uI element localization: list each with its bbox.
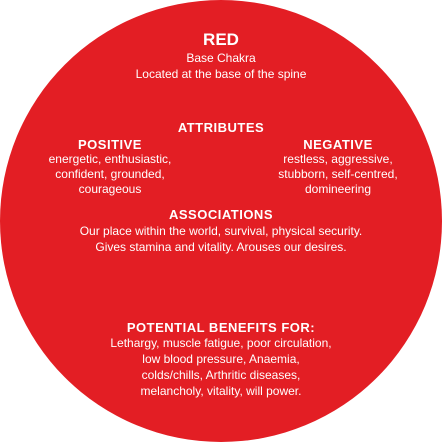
- benefits-line: colds/chills, Arthritic diseases,: [141, 368, 301, 382]
- negative-heading: NEGATIVE: [303, 137, 373, 152]
- benefits-line: melancholy, vitality, will power.: [140, 384, 302, 398]
- attributes-heading: ATTRIBUTES: [177, 120, 265, 135]
- benefits-line: low blood pressure, Anaemia,: [142, 352, 300, 366]
- positive-heading: POSITIVE: [78, 137, 142, 152]
- positive-line: energetic, enthusiastic,: [48, 152, 172, 166]
- benefits-heading: POTENTIAL BENEFITS FOR:: [126, 320, 316, 335]
- associations-line: Gives stamina and vitality. Arouses our …: [95, 240, 347, 254]
- positive-column: POSITIVE energetic, enthusiastic, confid…: [15, 137, 205, 197]
- chakra-title: RED: [203, 30, 239, 49]
- chakra-subtitle: Base Chakra: [186, 51, 256, 65]
- positive-line: confident, grounded,: [55, 167, 165, 181]
- associations-line: Our place within the world, survival, ph…: [79, 224, 363, 238]
- associations-heading: ASSOCIATIONS: [169, 207, 273, 222]
- chakra-location: Located at the base of the spine: [135, 67, 307, 81]
- negative-column: NEGATIVE restless, aggressive, stubborn,…: [243, 137, 433, 197]
- negative-line: stubborn, self-centred,: [278, 167, 398, 181]
- positive-line: courageous: [78, 182, 142, 196]
- negative-line: domineering: [304, 182, 372, 196]
- negative-line: restless, aggressive,: [283, 152, 393, 166]
- benefits-line: Lethargy, muscle fatigue, poor circulati…: [110, 336, 332, 350]
